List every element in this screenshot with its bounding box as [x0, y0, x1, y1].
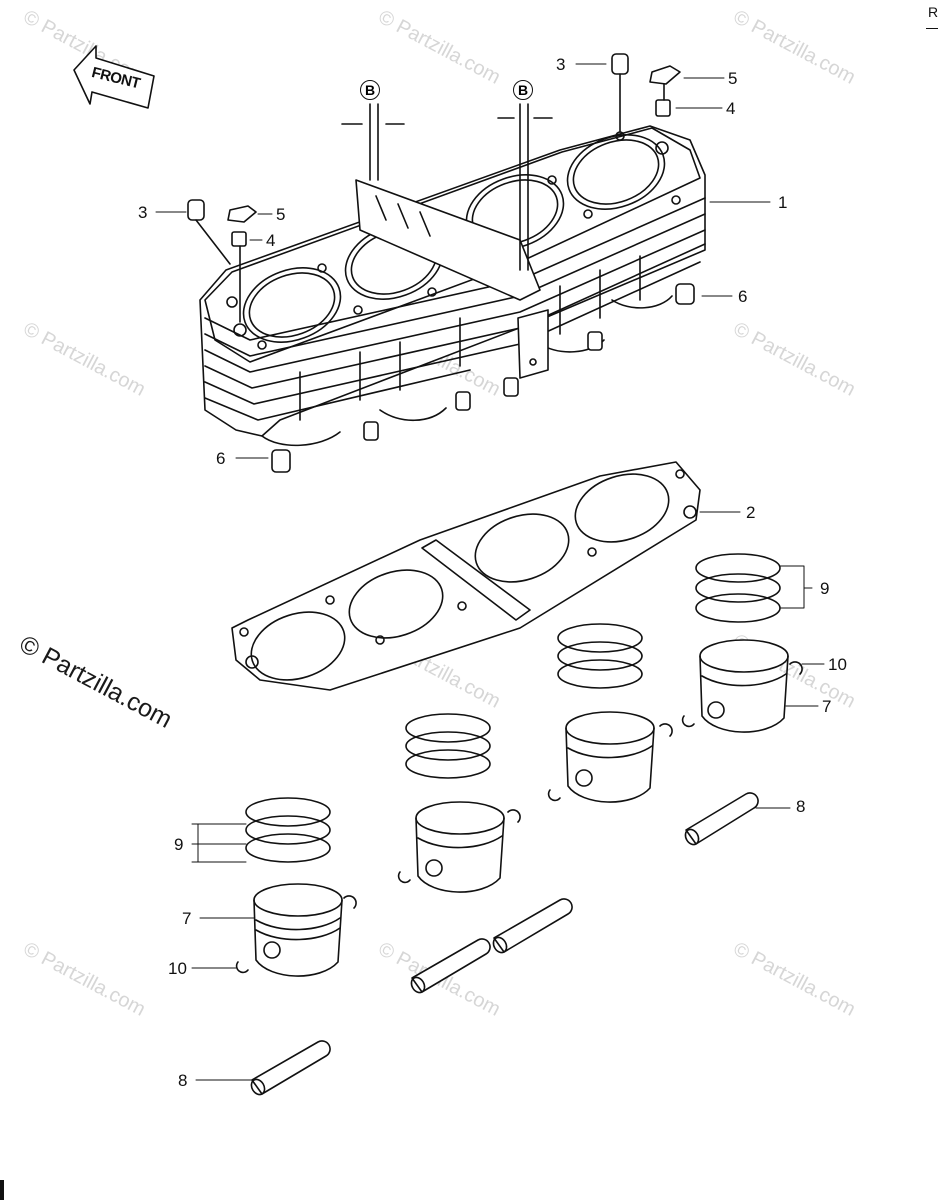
front-arrow-icon [73, 45, 155, 109]
edge-mark [0, 1180, 4, 1200]
callout-1: 1 [778, 193, 788, 212]
callout-5: 5 [728, 69, 738, 88]
piston-pins [250, 792, 759, 1096]
callout-9: 9 [174, 835, 184, 854]
callout-6: 6 [216, 449, 226, 468]
b-marker: B [513, 80, 533, 100]
piston-assembly [547, 623, 673, 803]
dowel-pins [271, 283, 695, 473]
callout-8: 8 [796, 797, 806, 816]
b-marker: B [360, 80, 380, 100]
small-hardware [187, 53, 681, 323]
corner-code: R [928, 4, 939, 20]
callout-3: 3 [556, 55, 566, 74]
callout-10: 10 [168, 959, 187, 978]
callout-5: 5 [276, 205, 286, 224]
b-reference-lines [341, 103, 553, 271]
callout-3: 3 [138, 203, 148, 222]
callout-10: 10 [828, 655, 847, 674]
callout-7: 7 [822, 697, 832, 716]
callout-4: 4 [266, 231, 276, 250]
piston-assembly [681, 553, 803, 733]
piston-assembly [397, 713, 521, 893]
callout-8: 8 [178, 1071, 188, 1090]
piston-assembly [235, 797, 357, 977]
leader-lines [155, 63, 825, 1081]
head-gasket [231, 461, 701, 691]
callout-2: 2 [746, 503, 756, 522]
callout-4: 4 [726, 99, 736, 118]
callout-9: 9 [820, 579, 830, 598]
corner-dash [926, 28, 938, 29]
cylinder-block [199, 125, 706, 447]
callout-7: 7 [182, 909, 192, 928]
callout-6: 6 [738, 287, 748, 306]
